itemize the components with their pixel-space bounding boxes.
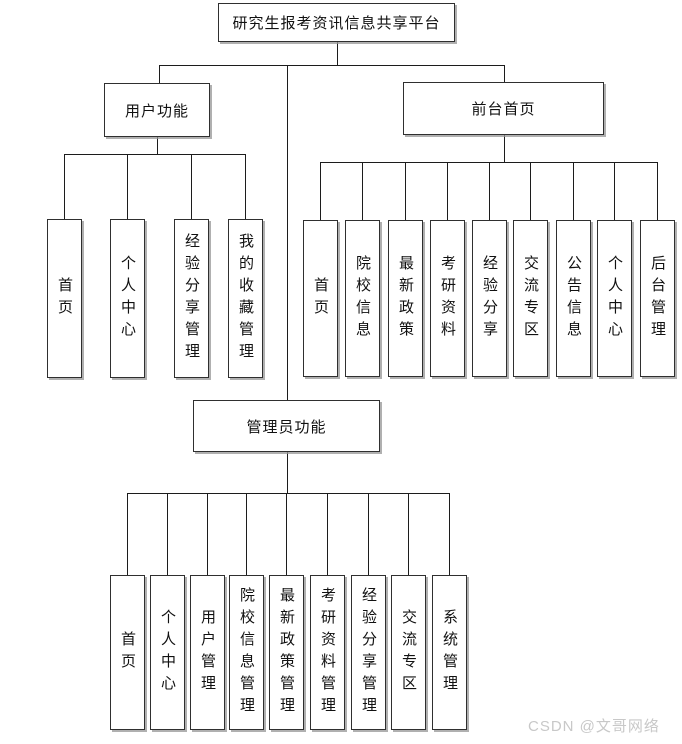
connector-line: [504, 135, 505, 162]
connector-line: [287, 452, 288, 493]
connector-line: [530, 162, 531, 220]
connector-line: [246, 493, 247, 575]
connector-line: [127, 493, 449, 494]
connector-line: [127, 154, 128, 219]
node-label: 首页: [56, 276, 73, 321]
connector-line: [504, 65, 505, 82]
connector-line: [159, 65, 160, 83]
node-root-label: 研究生报考资讯信息共享平台: [232, 15, 441, 32]
connector-line: [657, 162, 658, 220]
node-user-child-1: 个人中心: [110, 219, 145, 378]
node-label: 经验分享管理: [183, 232, 200, 365]
node-admin-child-8: 系统管理: [432, 575, 467, 730]
node-user-child-0: 首页: [47, 219, 82, 378]
connector-line: [127, 493, 128, 575]
node-admin-child-1: 个人中心: [150, 575, 185, 730]
node-label: 公告信息: [565, 254, 582, 343]
node-front-child-8: 后台管理: [640, 220, 675, 377]
connector-line: [362, 162, 363, 220]
node-admin-child-7: 交流专区: [391, 575, 426, 730]
watermark: CSDN @文哥网络: [528, 718, 660, 735]
node-admin-child-3: 院校信息管理: [229, 575, 264, 730]
node-user-child-2: 经验分享管理: [174, 219, 209, 378]
node-front-home: 前台首页: [403, 82, 604, 135]
node-label: 后台管理: [649, 254, 666, 343]
node-front-child-3: 考研资料: [430, 220, 465, 377]
node-label: 最新政策管理: [278, 586, 295, 719]
node-label: 系统管理: [441, 608, 458, 697]
connector-line: [191, 154, 192, 219]
connector-line: [64, 154, 65, 219]
node-admin-child-2: 用户管理: [190, 575, 225, 730]
node-label: 用户管理: [199, 608, 216, 697]
connector-line: [320, 162, 321, 220]
node-label: 交流专区: [400, 608, 417, 697]
connector-line: [207, 493, 208, 575]
connector-line: [64, 154, 246, 155]
connector-line: [405, 162, 406, 220]
node-user-child-3: 我的收藏管理: [228, 219, 263, 378]
node-admin-functions: 管理员功能: [193, 400, 380, 452]
node-label: 考研资料: [439, 254, 456, 343]
node-front-child-1: 院校信息: [345, 220, 380, 377]
connector-line: [167, 493, 168, 575]
node-label: 院校信息管理: [238, 586, 255, 719]
node-label: 首页: [312, 276, 329, 321]
connector-line: [408, 493, 409, 575]
connector-line: [573, 162, 574, 220]
node-label: 最新政策: [397, 254, 414, 343]
node-label: 经验分享: [481, 254, 498, 343]
node-label: 院校信息: [354, 254, 371, 343]
node-admin-functions-label: 管理员功能: [246, 418, 327, 436]
node-admin-child-6: 经验分享管理: [351, 575, 386, 730]
connector-line: [327, 493, 328, 575]
node-admin-child-5: 考研资料管理: [310, 575, 345, 730]
node-front-child-0: 首页: [303, 220, 338, 377]
connector-line: [287, 65, 288, 400]
connector-line: [368, 493, 369, 575]
connector-line: [449, 493, 450, 575]
node-user-functions: 用户功能: [104, 83, 210, 137]
node-label: 我的收藏管理: [237, 232, 254, 365]
node-front-child-4: 经验分享: [472, 220, 507, 377]
connector-line: [447, 162, 448, 220]
connector-line: [159, 65, 505, 66]
node-root: 研究生报考资讯信息共享平台: [218, 3, 455, 42]
connector-line: [337, 42, 338, 65]
node-user-functions-label: 用户功能: [124, 102, 189, 120]
node-admin-child-0: 首页: [110, 575, 145, 730]
node-label: 个人中心: [159, 608, 176, 697]
node-front-child-7: 个人中心: [597, 220, 632, 377]
node-label: 个人中心: [119, 254, 136, 343]
node-label: 个人中心: [606, 254, 623, 343]
node-label: 交流专区: [522, 254, 539, 343]
connector-line: [489, 162, 490, 220]
node-label: 考研资料管理: [319, 586, 336, 719]
node-label: 经验分享管理: [360, 586, 377, 719]
node-front-child-5: 交流专区: [513, 220, 548, 377]
connector-line: [286, 493, 287, 575]
node-front-home-label: 前台首页: [471, 101, 536, 118]
node-front-child-6: 公告信息: [556, 220, 591, 377]
node-admin-child-4: 最新政策管理: [269, 575, 304, 730]
connector-line: [245, 154, 246, 219]
node-label: 首页: [119, 630, 136, 675]
node-front-child-2: 最新政策: [388, 220, 423, 377]
connector-line: [157, 137, 158, 154]
connector-line: [614, 162, 615, 220]
